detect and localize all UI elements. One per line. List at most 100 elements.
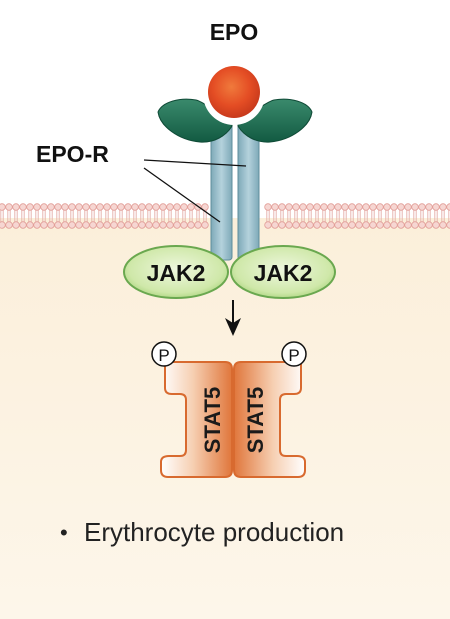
lipid-head [327,221,335,229]
lipid-head [439,221,447,229]
lipid-head [12,221,20,229]
lipid-head [159,203,167,211]
activation-arrow [225,300,241,336]
lipid-head [194,221,202,229]
lipid-head [425,221,433,229]
lipid-head [47,221,55,229]
lipid-head [439,203,447,211]
stat5-right-label: STAT5 [243,387,268,453]
lipid-head [404,203,412,211]
lipid-head [96,203,104,211]
lipid-head [138,221,146,229]
lipid-head [124,203,132,211]
lipid-head [110,203,118,211]
lipid-head [271,221,279,229]
lipid-head [425,203,433,211]
lipid-head [292,221,300,229]
lipid-head [131,203,139,211]
lipid-head [33,203,41,211]
lipid-head [145,203,153,211]
lipid-head [306,203,314,211]
lipid-head [313,203,321,211]
lipid-head [355,203,363,211]
lipid-head [0,203,6,211]
lipid-head [292,203,300,211]
phosphate-left: P [151,341,177,367]
lipid-head [376,203,384,211]
outcome-text: Erythrocyte production [84,517,344,547]
epo-sphere [208,66,260,118]
lipid-head [103,221,111,229]
lipid-head [278,203,286,211]
lipid-head [89,221,97,229]
lipid-head [411,221,419,229]
lipid-head [5,203,13,211]
lipid-head [173,203,181,211]
lipid-head [341,203,349,211]
lipid-head [201,203,209,211]
lipid-head [404,221,412,229]
lipid-head [355,221,363,229]
lipid-head [82,221,90,229]
lipid-head [117,221,125,229]
lipid-head [89,203,97,211]
lipid-head [54,203,62,211]
lipid-head [390,221,398,229]
lipid-head [12,203,20,211]
lipid-head [285,221,293,229]
lipid-head [96,221,104,229]
lipid-head [299,221,307,229]
lipid-head [271,203,279,211]
lipid-head [383,221,391,229]
phosphate-left-label: P [158,346,169,365]
lipid-head [180,221,188,229]
lipid-head [411,203,419,211]
lipid-head [278,221,286,229]
lipid-head [362,221,370,229]
lipid-head [82,203,90,211]
lipid-head [299,203,307,211]
lipid-head [68,221,76,229]
lipid-head [166,221,174,229]
lipid-head [446,203,450,211]
lipid-head [152,203,160,211]
lipid-head [376,221,384,229]
lipid-head [152,221,160,229]
lipid-head [40,221,48,229]
lipid-head [432,221,440,229]
epo-r-pointer-right [143,159,247,167]
lipid-head [47,203,55,211]
stat5-dimer: STAT5 STAT5 [160,361,306,478]
lipid-head [390,203,398,211]
lipid-head [187,203,195,211]
jak2-left-label: JAK2 [147,260,206,286]
lipid-head [334,203,342,211]
lipid-head [201,221,209,229]
lipid-head [362,203,370,211]
jak2-right: JAK2 [230,245,336,299]
lipid-head [75,203,83,211]
stat5-right [233,361,306,478]
lipid-head [19,203,27,211]
epo-r-pointer-left [143,167,221,223]
lipid-head [138,203,146,211]
lipid-head [334,221,342,229]
lipid-head [103,203,111,211]
lipid-head [320,203,328,211]
lipid-head [33,221,41,229]
lipid-head [264,203,272,211]
lipid-head [61,221,69,229]
lipid-head [61,203,69,211]
lipid-head [180,203,188,211]
lipid-head [397,221,405,229]
lipid-head [173,221,181,229]
lipid-head [19,221,27,229]
lipid-head [117,203,125,211]
lipid-head [40,203,48,211]
stat5-left-label: STAT5 [200,387,225,453]
epo-ligand [203,63,265,125]
lipid-head [26,221,34,229]
lipid-head [131,221,139,229]
lipid-head [124,221,132,229]
